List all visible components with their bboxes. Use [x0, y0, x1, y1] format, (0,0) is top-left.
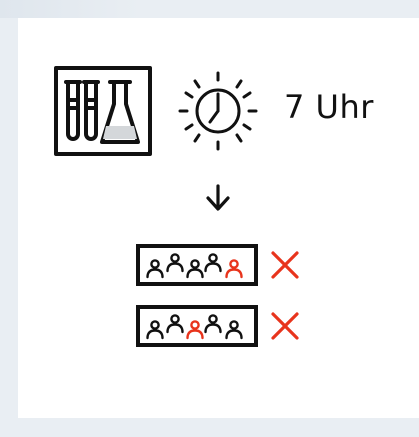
- person-icon: [146, 320, 164, 340]
- sun-clock-icon: [178, 71, 258, 151]
- time-label: 7 Uhr: [284, 88, 374, 126]
- person-icon: [204, 253, 222, 273]
- lab-icon: [54, 66, 152, 156]
- corner-band: [0, 0, 140, 18]
- person-icon: [204, 314, 222, 334]
- person-icon: [166, 314, 184, 334]
- person-icon: [146, 259, 164, 279]
- person-icon: [186, 259, 204, 279]
- group-row-2: [136, 305, 299, 347]
- group-row-1: [136, 244, 299, 286]
- group-box: [136, 305, 258, 347]
- person-icon: [225, 320, 243, 340]
- person-icon: [166, 253, 184, 273]
- arrow-down-icon: [206, 184, 230, 211]
- red-x-icon: [271, 312, 299, 340]
- highlighted-person-icon: [225, 259, 243, 279]
- highlighted-person-icon: [186, 320, 204, 340]
- red-x-icon: [271, 251, 299, 279]
- group-box: [136, 244, 258, 286]
